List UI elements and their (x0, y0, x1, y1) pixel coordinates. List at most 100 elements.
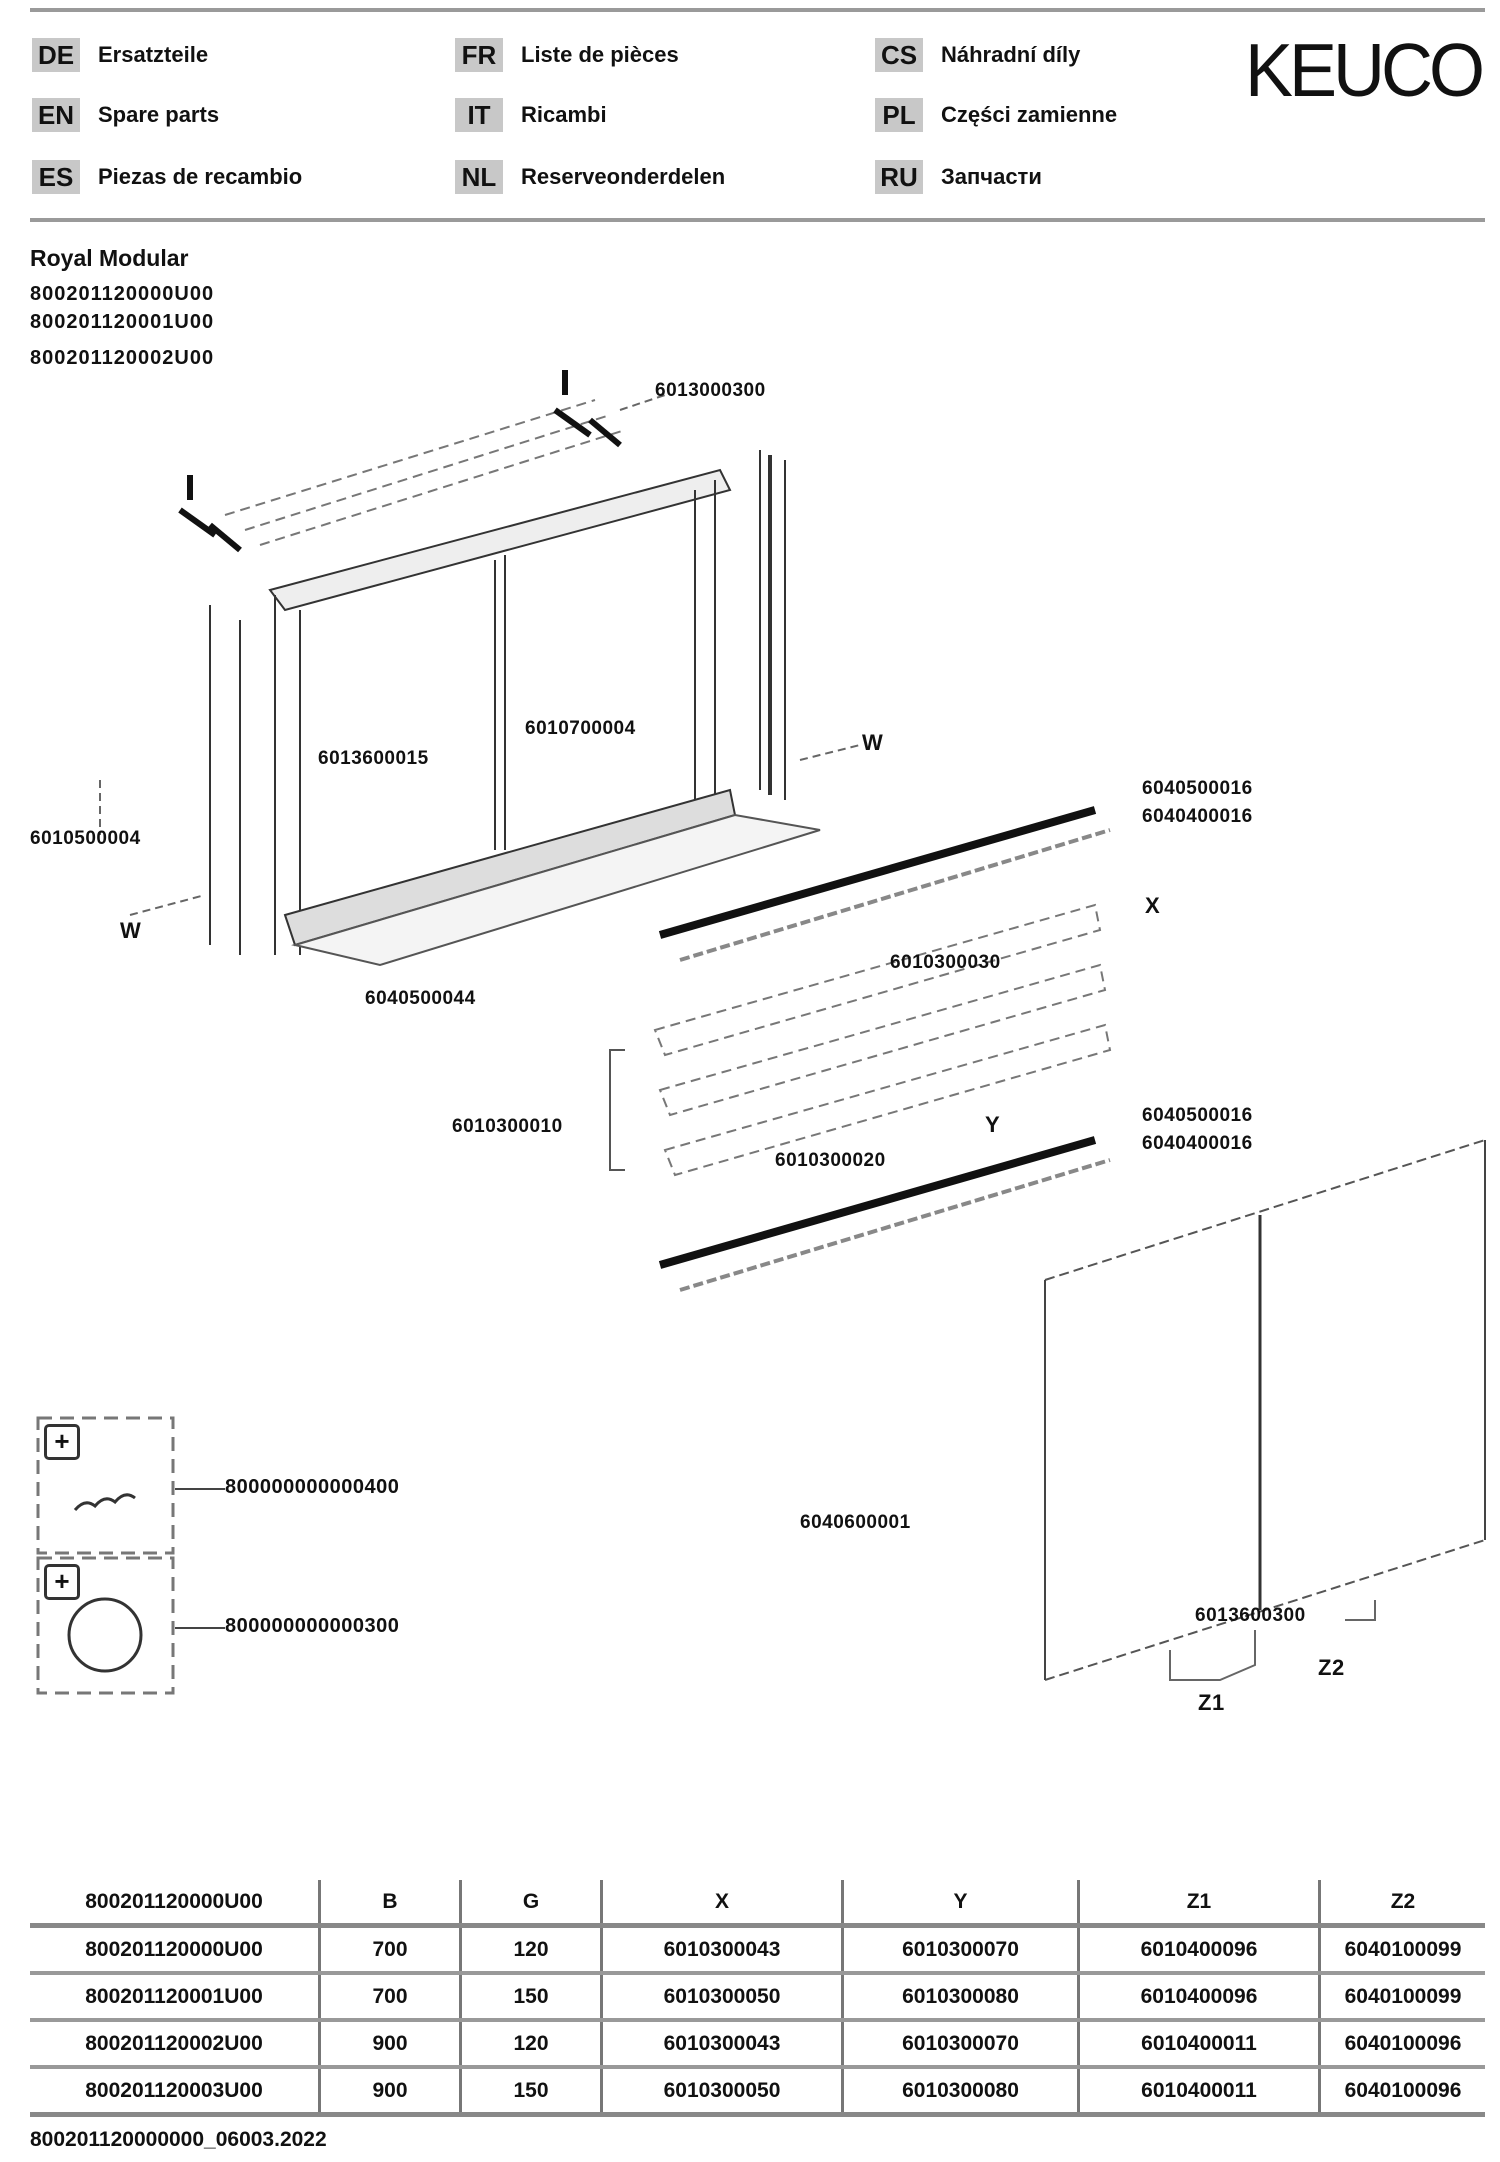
part-label-led-top-b: 6040400016 (1142, 806, 1253, 827)
header-rule (30, 218, 1485, 222)
lang-label-de: Ersatzteile (98, 42, 209, 67)
lang-en: EN Spare parts (32, 98, 219, 132)
lang-it: IT Ricambi (455, 98, 607, 132)
lang-code-es: ES (32, 160, 80, 194)
part-label-led-top-a: 6040500016 (1142, 778, 1253, 799)
part-label-middle-a: 6013600015 (318, 748, 429, 769)
lang-code-pl: PL (875, 98, 923, 132)
cell-y: 6010300070 (841, 1925, 1079, 1973)
product-title: Royal Modular (30, 245, 189, 271)
lang-pl: PL Części zamienne (875, 98, 1117, 132)
dim-label-z1: Z1 (1198, 1690, 1225, 1715)
lang-de: DE Ersatzteile (32, 38, 208, 72)
lang-label-fr: Liste de pièces (521, 42, 679, 67)
lang-es: ES Piezas de recambio (32, 160, 302, 194)
cell-b: 700 (318, 1973, 461, 2020)
lang-code-en: EN (32, 98, 80, 132)
col-header-z1: Z1 (1077, 1880, 1320, 1926)
col-header-g: G (459, 1880, 602, 1926)
dim-label-y: Y (985, 1112, 1001, 1137)
lang-ru: RU Запчасти (875, 160, 1042, 194)
cell-g: 120 (459, 2020, 602, 2067)
cell-y: 6010300080 (841, 1973, 1079, 2020)
table-row: 800201120002U00 900 120 6010300043 60103… (30, 2020, 1485, 2067)
part-label-led-bottom-a: 6040500016 (1142, 1105, 1253, 1126)
table-row: 800201120000U00 700 120 6010300043 60103… (30, 1925, 1485, 1973)
part-label-door-hinge: 6040600001 (800, 1512, 911, 1533)
lang-label-en: Spare parts (98, 102, 220, 127)
cell-model: 800201120001U00 (85, 1984, 263, 2008)
cell-z1: 6010400011 (1077, 2067, 1320, 2115)
cell-z2: 6040100099 (1318, 1973, 1485, 2020)
lang-cs: CS Náhradní díly (875, 38, 1080, 72)
lang-nl: NL Reserveonderdelen (455, 160, 725, 194)
col-header-model: 800201120000U00 (85, 1889, 263, 1913)
cell-z2: 6040100099 (1318, 1925, 1485, 1973)
lang-label-pl: Części zamienne (941, 102, 1118, 127)
part-label-middle-b: 6010700004 (525, 718, 636, 739)
table-header-row: 800201120000U00 B G X Y Z1 Z2 (30, 1880, 1485, 1926)
cell-z1: 6010400096 (1077, 1925, 1320, 1973)
kit-a-leader (175, 1488, 225, 1490)
lang-label-it: Ricambi (521, 102, 607, 127)
dim-label-z2: Z2 (1318, 1655, 1345, 1680)
cell-z1: 6010400096 (1077, 1973, 1320, 2020)
accessory-kits-box (36, 1416, 175, 1695)
dim-label-w-left: W (120, 918, 142, 943)
lang-code-ru: RU (875, 160, 923, 194)
cell-y: 6010300070 (841, 2020, 1079, 2067)
table-row: 800201120003U00 900 150 6010300050 60103… (30, 2067, 1485, 2115)
kit-b-leader (175, 1627, 225, 1629)
col-header-y: Y (841, 1880, 1079, 1926)
lang-label-ru: Запчасти (941, 164, 1042, 189)
cell-z2: 6040100096 (1318, 2020, 1485, 2067)
dim-label-x: X (1145, 893, 1161, 918)
dim-label-w-right: W (862, 730, 884, 755)
cell-z1: 6010400011 (1077, 2020, 1320, 2067)
top-rule (30, 8, 1485, 12)
product-code: 800201120001U00 (30, 311, 215, 333)
parts-table: 800201120000U00 B G X Y Z1 Z2 8002011200… (30, 1880, 1485, 2117)
lang-label-es: Piezas de recambio (98, 164, 303, 189)
document-id: 800201120000000_06003.2022 (30, 2128, 327, 2151)
cell-g: 150 (459, 1973, 602, 2020)
plus-icon: + (44, 1424, 80, 1460)
lang-label-cs: Náhradní díly (941, 42, 1081, 67)
cell-x: 6010300050 (600, 1973, 843, 2020)
col-header-x: X (600, 1880, 843, 1926)
part-label-kit-a: 800000000000400 (225, 1476, 400, 1498)
plus-icon: + (44, 1564, 80, 1600)
cell-model: 800201120003U00 (85, 2078, 263, 2102)
cell-x: 6010300043 (600, 2020, 843, 2067)
lang-code-nl: NL (455, 160, 503, 194)
cell-x: 6010300043 (600, 1925, 843, 1973)
product-code: 800201120000U00 (30, 283, 215, 305)
part-label-kit-b: 800000000000300 (225, 1615, 400, 1637)
product-code: 800201120002U00 (30, 347, 215, 369)
cell-z2: 6040100096 (1318, 2067, 1485, 2115)
part-label-led-bottom-b: 6040400016 (1142, 1133, 1253, 1154)
part-label-left-clip: 6010500004 (30, 828, 141, 849)
part-label-shelf-group: 6010300010 (452, 1116, 563, 1137)
cell-model: 800201120002U00 (85, 2031, 263, 2055)
cell-y: 6010300080 (841, 2067, 1079, 2115)
cell-b: 700 (318, 1925, 461, 1973)
part-label-door-catch: 6013600300 (1195, 1605, 1306, 1626)
lang-label-nl: Reserveonderdelen (521, 164, 726, 189)
part-label-shelf-pin: 6010300020 (775, 1150, 886, 1171)
lang-fr: FR Liste de pièces (455, 38, 679, 72)
cell-g: 120 (459, 1925, 602, 1973)
lang-code-cs: CS (875, 38, 923, 72)
cell-b: 900 (318, 2067, 461, 2115)
lang-code-fr: FR (455, 38, 503, 72)
cell-model: 800201120000U00 (85, 1937, 263, 1961)
lang-code-it: IT (455, 98, 503, 132)
cell-x: 6010300050 (600, 2067, 843, 2115)
cell-b: 900 (318, 2020, 461, 2067)
part-label-bottom-bracket: 6040500044 (365, 988, 476, 1009)
col-header-b: B (318, 1880, 461, 1926)
lang-code-de: DE (32, 38, 80, 72)
part-label-shelf-clip: 6010300030 (890, 952, 1001, 973)
table-row: 800201120001U00 700 150 6010300050 60103… (30, 1973, 1485, 2020)
exploded-view-diagram (99, 370, 1486, 1681)
